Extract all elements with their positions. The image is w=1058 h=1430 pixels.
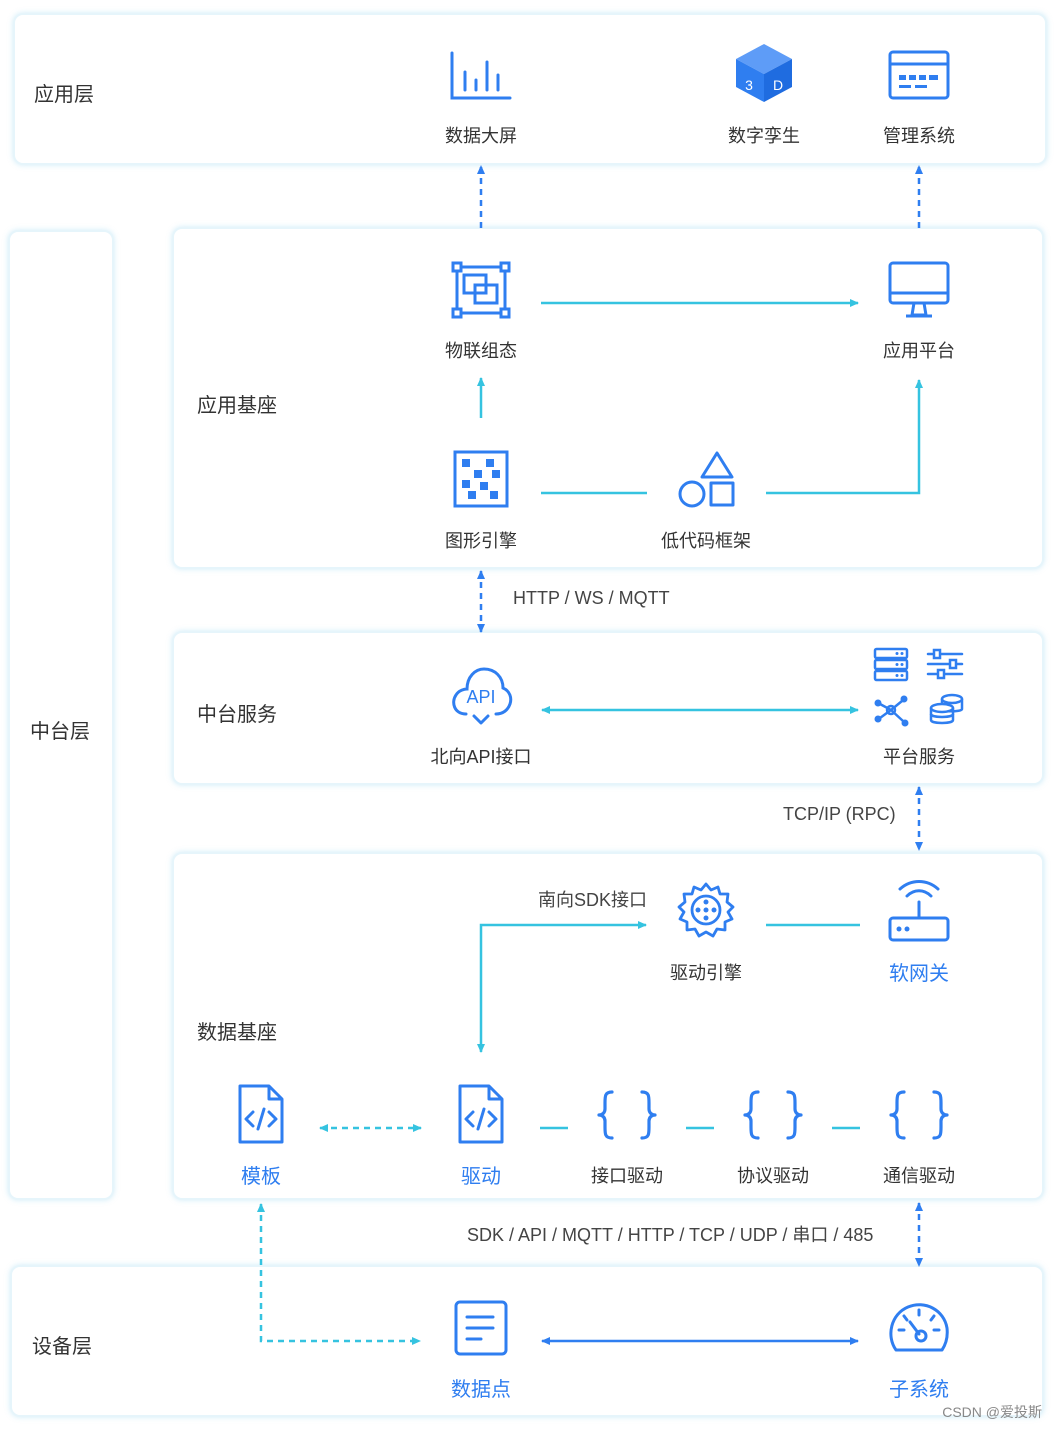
shapes-icon	[678, 451, 735, 508]
arrow-south-sdk	[477, 921, 647, 1053]
layers-frame-icon	[451, 261, 511, 319]
node-label-lowcode: 低代码框架	[661, 531, 751, 551]
protocol-data-device: SDK / API / MQTT / HTTP / TCP / UDP / 串口…	[467, 1225, 874, 1245]
cloud-api-icon: API	[452, 667, 513, 725]
device-layer-title: 设备层	[32, 1336, 92, 1358]
node-label-interface-driver: 接口驱动	[591, 1166, 663, 1186]
data-base-title: 数据基座	[197, 1022, 277, 1044]
app-base-panel	[172, 227, 1044, 569]
monitor-icon	[888, 261, 950, 318]
svg-text:D: D	[773, 77, 783, 93]
middle-service-title: 中台服务	[197, 704, 277, 726]
device-layer-panel	[10, 1265, 1044, 1417]
comm-braces-icon	[889, 1090, 949, 1140]
interface-braces-icon	[597, 1090, 657, 1140]
node-label-north-api: 北向API接口	[430, 747, 532, 767]
driver-code-file-icon	[458, 1084, 504, 1144]
node-label-digital-twin: 数字孪生	[728, 126, 800, 146]
node-label-mgmt-system: 管理系统	[883, 126, 955, 146]
node-label-graphics-engine: 图形引擎	[445, 531, 517, 551]
node-label-iot-config: 物联组态	[445, 341, 517, 361]
services-icon	[873, 647, 964, 727]
app-layer-panel	[13, 13, 1047, 165]
bar-chart-icon	[450, 51, 512, 100]
svg-text:API: API	[466, 687, 495, 707]
app-layer-title: 应用层	[34, 84, 94, 106]
node-label-comm-driver: 通信驱动	[883, 1166, 955, 1186]
arrow-lowcode-to-platform	[766, 379, 923, 495]
arrow-template-datapoint	[257, 1203, 421, 1345]
svg-text:3: 3	[745, 77, 753, 93]
protocol-braces-icon	[743, 1090, 803, 1140]
protocol-app-middle: HTTP / WS / MQTT	[513, 588, 670, 608]
protocol-south-sdk: 南向SDK接口	[538, 890, 648, 910]
middle-layer-panel	[8, 230, 114, 1200]
3d-cube-icon: 3 D	[736, 44, 792, 102]
router-icon	[888, 880, 950, 942]
node-label-app-platform: 应用平台	[883, 341, 955, 361]
gauge-icon	[889, 1303, 949, 1352]
card-icon	[888, 50, 950, 100]
node-label-data-screen: 数据大屏	[445, 126, 517, 146]
node-label-data-point: 数据点	[451, 1379, 511, 1401]
node-label-protocol-driver: 协议驱动	[737, 1166, 809, 1186]
app-base-title: 应用基座	[197, 395, 277, 417]
node-label-subsystem: 子系统	[889, 1379, 949, 1401]
template-code-file-icon	[238, 1084, 284, 1144]
protocol-middle-data: TCP/IP (RPC)	[783, 804, 896, 824]
checker-grid-icon	[453, 450, 509, 508]
node-label-platform-service: 平台服务	[883, 747, 955, 767]
node-label-soft-gateway: 软网关	[889, 963, 949, 985]
middle-layer-title: 中台层	[30, 721, 90, 743]
node-label-driver-engine: 驱动引擎	[670, 963, 742, 983]
document-icon	[454, 1300, 508, 1356]
node-label-template: 模板	[241, 1166, 281, 1188]
watermark: CSDN @爱投斯	[942, 1404, 1042, 1420]
node-label-driver: 驱动	[461, 1166, 501, 1188]
gear-icon	[677, 882, 735, 938]
